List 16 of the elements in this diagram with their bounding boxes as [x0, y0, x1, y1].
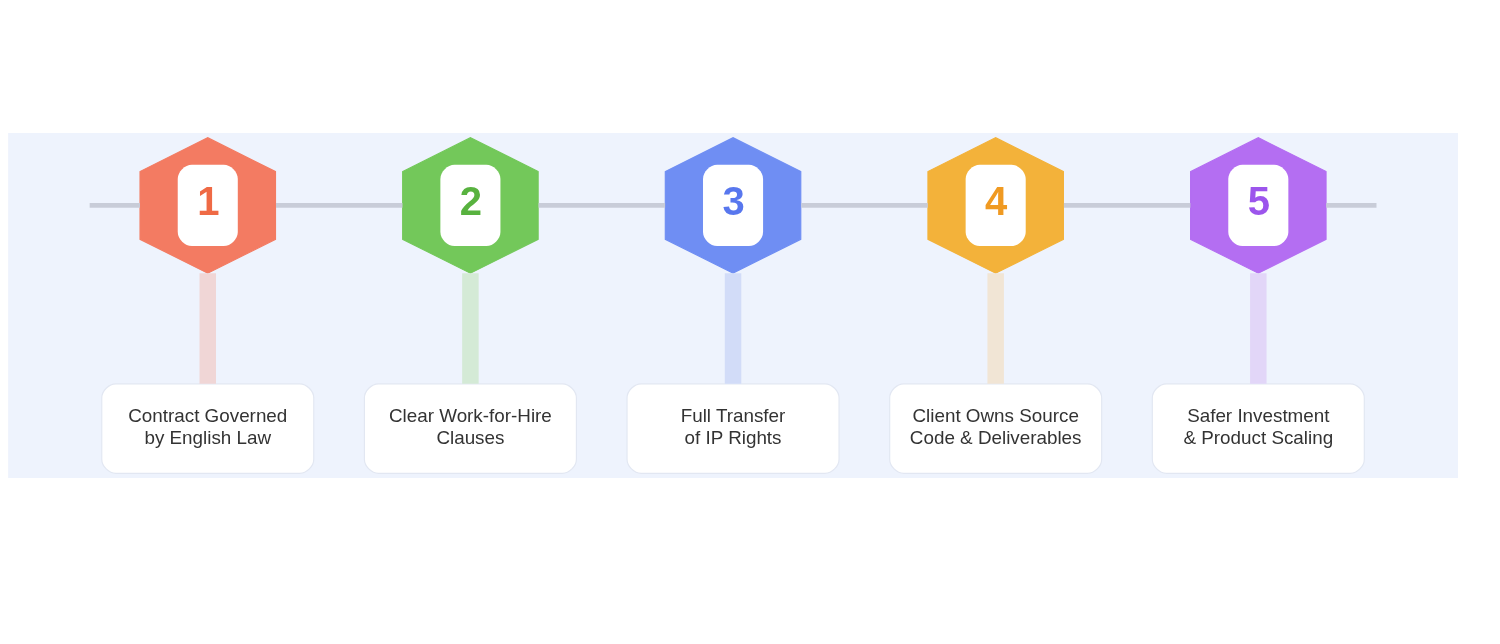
- connector: [724, 272, 742, 384]
- connector: [1063, 202, 1191, 208]
- connector: [1326, 202, 1377, 208]
- node-box: Safer Investment & Product Scaling: [1151, 382, 1365, 474]
- node-box: Full Transfer of IP Rights: [626, 382, 840, 474]
- node-box: Clear Work-for-Hire Clauses: [363, 382, 577, 474]
- connector: [462, 272, 479, 384]
- connector: [1250, 272, 1267, 384]
- connector: [276, 202, 403, 208]
- connector: [538, 202, 666, 208]
- connector: [801, 202, 928, 208]
- connector: [199, 272, 216, 384]
- connector: [987, 272, 1004, 384]
- node-box: Client Owns Source Code & Deliverables: [889, 382, 1103, 474]
- node-box: Contract Governed by English Law: [101, 382, 315, 474]
- connector: [89, 202, 140, 208]
